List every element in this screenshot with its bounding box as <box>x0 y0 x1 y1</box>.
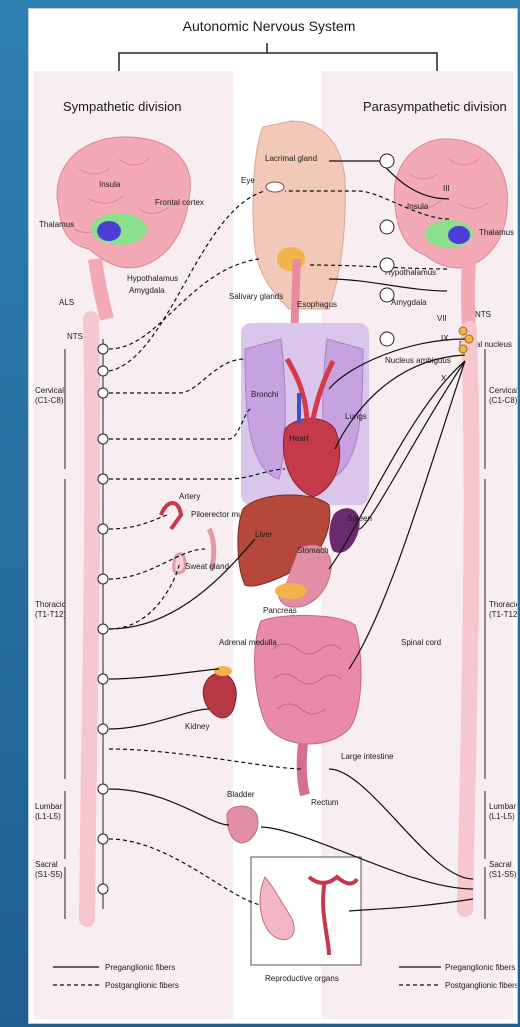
right-brainstem <box>468 261 469 331</box>
right-ambiguus-label: Nucleus ambiguus <box>385 356 451 365</box>
left-frontal-label: Frontal cortex <box>155 198 204 207</box>
left-thoracic-range: (T1-T12) <box>35 610 66 619</box>
left-hypothalamus-label: Hypothalamus <box>127 274 178 283</box>
left-sacral-range: (S1-S5) <box>35 870 63 879</box>
rectum-shape <box>302 743 305 795</box>
bronchi-label: Bronchi <box>251 390 278 399</box>
adrenal-label: Adrenal medulla <box>219 638 277 647</box>
page-title: Autonomic Nervous System <box>183 18 356 34</box>
figure-frame: Autonomic Nervous System Sympathetic div… <box>28 8 518 1024</box>
left-cervical-range: (C1-C8) <box>35 396 64 405</box>
right-insula-label: Insula <box>407 202 429 211</box>
left-als-label: ALS <box>59 298 74 307</box>
heart-label: Heart <box>289 434 309 443</box>
stomach-label: Stomach <box>297 546 329 555</box>
left-lumbar-label: Lumbar <box>35 802 62 811</box>
ans-diagram: Autonomic Nervous System Sympathetic div… <box>29 9 517 1023</box>
left-lumbar-range: (L1-L5) <box>35 812 61 821</box>
right-thalamus-label: Thalamus <box>479 228 514 237</box>
liver-label: Liver <box>255 530 273 539</box>
left-nts-label: NTS <box>67 332 83 341</box>
lungs-label: Lungs <box>345 412 367 421</box>
lacrimal-label: Lacrimal gland <box>265 154 317 163</box>
title-bracket <box>119 43 437 71</box>
legend-pre-label: Preganglionic fibers <box>105 963 175 972</box>
pancreas-shape <box>275 583 307 599</box>
esophagus-label: Esophagus <box>297 300 337 309</box>
sweat-gland-shape <box>174 554 186 573</box>
repro-label: Reproductive organs <box>265 974 339 983</box>
legend-post-label-right: Postganglionic fibers <box>445 981 517 990</box>
left-thalamus-region <box>97 221 121 241</box>
right-cn-iii-label: III <box>443 184 450 193</box>
eye-shape <box>266 182 284 192</box>
right-cn-ix-label: IX <box>441 334 449 343</box>
kidney-label: Kidney <box>185 722 209 731</box>
right-nts-label: NTS <box>475 310 491 319</box>
right-lumbar-range: (L1-L5) <box>489 812 515 821</box>
right-sacral-label: Sacral <box>489 860 512 869</box>
legend-pre-label-right: Preganglionic fibers <box>445 963 515 972</box>
left-thalamus-label: Thalamus <box>39 220 74 229</box>
spinal-cord-label: Spinal cord <box>401 638 441 647</box>
salivary-label: Salivary glands <box>229 292 283 301</box>
right-spinal-cord <box>465 329 472 909</box>
left-sacral-label: Sacral <box>35 860 58 869</box>
large-int-label: Large intestine <box>341 752 394 761</box>
right-cervical-range: (C1-C8) <box>489 396 517 405</box>
left-cervical-label: Cervical <box>35 386 64 395</box>
rectum-label: Rectum <box>311 798 339 807</box>
sweat-label: Sweat gland <box>185 562 229 571</box>
artery-label: Artery <box>179 492 200 501</box>
parasympathetic-heading: Parasympathetic division <box>363 99 507 114</box>
adrenal-shape <box>214 666 232 676</box>
salivary-shape <box>277 247 305 271</box>
eye-label: Eye <box>241 176 255 185</box>
pancreas-label: Pancreas <box>263 606 297 615</box>
right-sacral-range: (S1-S5) <box>489 870 517 879</box>
right-cervical-label: Cervical <box>489 386 517 395</box>
right-cn-vii-label: VII <box>437 314 447 323</box>
left-insula-label: Insula <box>99 180 121 189</box>
sympathetic-heading: Sympathetic division <box>63 99 182 114</box>
bladder-label: Bladder <box>227 790 255 799</box>
legend-post-label: Postganglionic fibers <box>105 981 179 990</box>
right-lumbar-label: Lumbar <box>489 802 516 811</box>
right-amygdala-label: Amygdala <box>391 298 427 307</box>
left-spinal-cord <box>87 319 92 919</box>
right-thoracic-label: Thoracic <box>489 600 517 609</box>
left-thoracic-label: Thoracic <box>35 600 66 609</box>
right-thalamus-region <box>448 226 470 244</box>
left-amygdala-label: Amygdala <box>129 286 165 295</box>
right-thoracic-range: (T1-T12) <box>489 610 517 619</box>
